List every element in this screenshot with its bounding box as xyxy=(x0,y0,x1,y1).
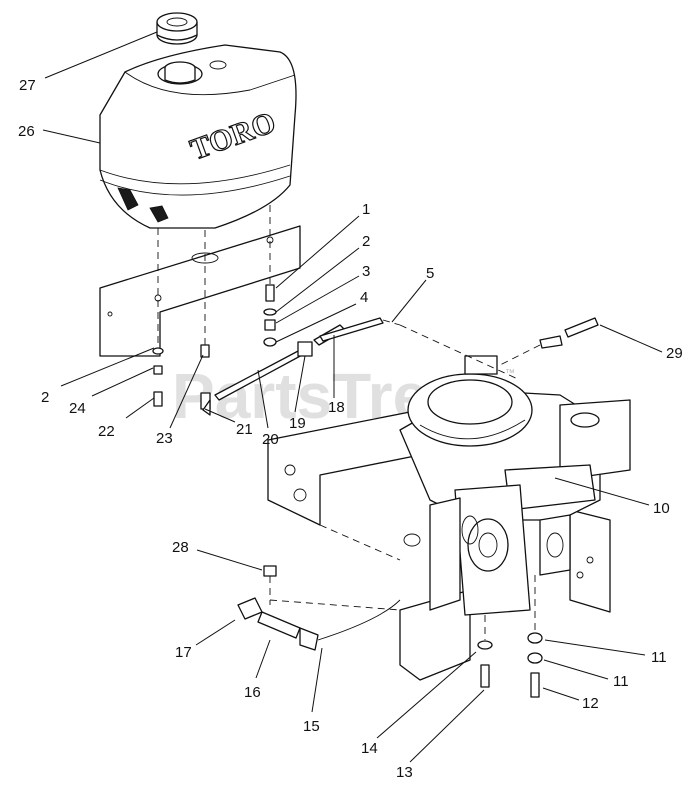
callout-28: 28 xyxy=(172,539,189,556)
callout-15: 15 xyxy=(303,718,320,735)
callout-29: 29 xyxy=(666,345,683,362)
fuel-cap xyxy=(156,12,198,45)
callout-26: 26 xyxy=(18,123,35,140)
callout-19: 19 xyxy=(289,415,306,432)
callout-13: 13 xyxy=(396,764,413,781)
callout-24: 24 xyxy=(69,400,86,417)
callout-2-upper: 2 xyxy=(362,233,370,250)
callout-11-upper: 11 xyxy=(651,649,667,666)
callout-4: 4 xyxy=(360,289,368,306)
callout-27: 27 xyxy=(19,77,36,94)
engine xyxy=(399,355,631,616)
callout-5: 5 xyxy=(426,265,434,282)
callout-2-lower: 2 xyxy=(41,389,49,406)
callout-14: 14 xyxy=(361,740,378,757)
fuel-line xyxy=(237,565,401,651)
callout-11-lower: 11 xyxy=(613,673,629,690)
callout-labels: 1 2 3 4 5 2 24 22 23 21 20 19 18 26 27 2… xyxy=(18,77,683,781)
callout-21: 21 xyxy=(236,421,253,438)
callout-10: 10 xyxy=(653,500,670,517)
fuel-tank: TORO xyxy=(99,44,297,229)
mounting-plate xyxy=(99,225,301,357)
fuel-fittings xyxy=(152,205,599,416)
callout-23: 23 xyxy=(156,430,173,447)
callout-16: 16 xyxy=(244,684,261,701)
leader-lines xyxy=(42,31,663,763)
callout-20: 20 xyxy=(262,431,279,448)
callout-3: 3 xyxy=(362,263,370,280)
callout-1: 1 xyxy=(362,201,370,218)
callout-18: 18 xyxy=(328,399,345,416)
callout-12: 12 xyxy=(582,695,599,712)
watermark-tm: ™ xyxy=(505,368,515,379)
callout-22: 22 xyxy=(98,423,115,440)
mount-bolts xyxy=(477,575,543,698)
callout-17: 17 xyxy=(175,644,192,661)
chassis-frame xyxy=(267,409,611,681)
